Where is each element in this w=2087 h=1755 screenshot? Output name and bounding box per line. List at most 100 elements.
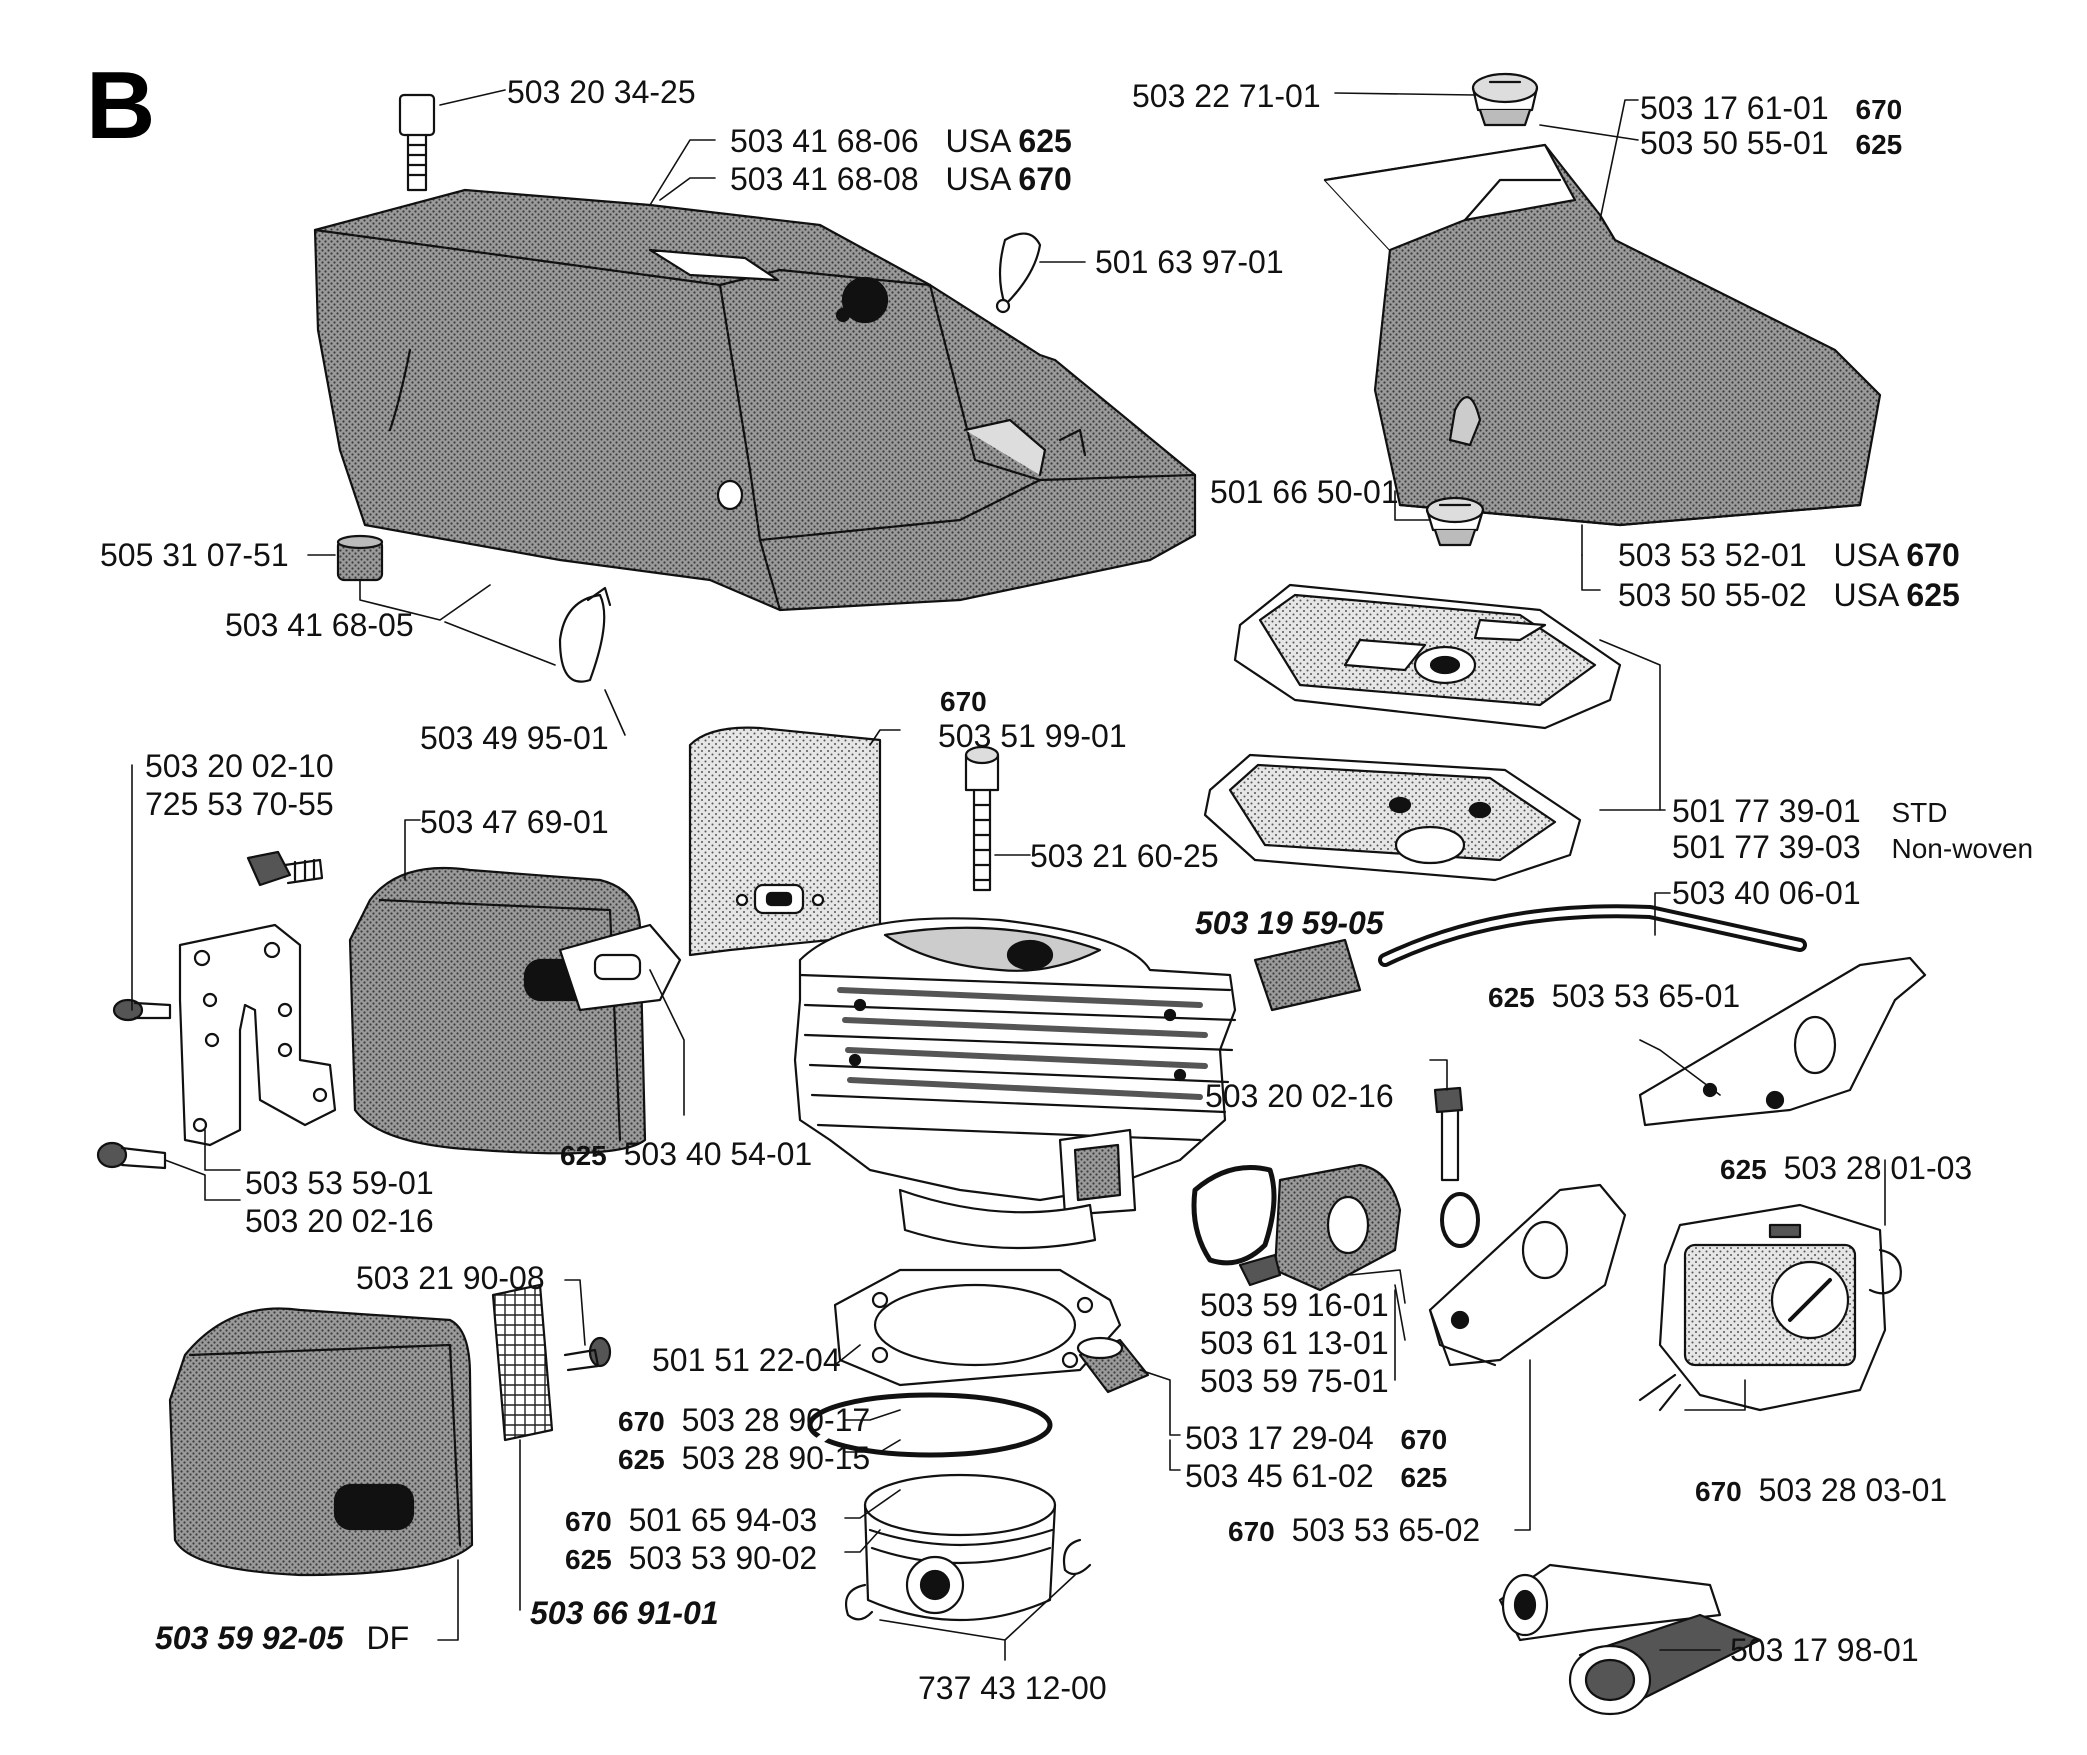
- label-muffler-gasket: 625 503 40 54-01: [560, 1136, 812, 1174]
- label-model: 670: [1695, 1476, 1742, 1507]
- label-model: 625: [565, 1544, 612, 1575]
- label-region: USA: [945, 161, 1010, 197]
- label-screw-muffler-2: 725 53 70-55: [145, 786, 334, 822]
- label-intake-670: 670 503 53 65-02: [1228, 1512, 1480, 1550]
- knob-filter-part: [1425, 496, 1485, 547]
- sleeve-part: [336, 534, 384, 582]
- label-filter-cover-usa-625: 503 50 55-02 USA 625: [1618, 577, 1960, 613]
- top-cover-part: [313, 188, 1197, 612]
- piston-part: [863, 1473, 1057, 1622]
- label-part-number: 503 53 90-02: [628, 1540, 818, 1576]
- label-intake-screw: 503 20 02-16: [1205, 1078, 1394, 1114]
- label-part-number: 503 28 90-15: [681, 1440, 871, 1476]
- fuel-hose-part: [1378, 904, 1807, 967]
- label-filter-cover-usa-670: 503 53 52-01 USA 670: [1618, 537, 1960, 573]
- label-spark-screen: 503 66 91-01: [530, 1595, 719, 1631]
- muffler-bracket-part: [178, 923, 337, 1147]
- tool-part: [1498, 1563, 1762, 1716]
- label-ring-625: 625 503 28 90-15: [618, 1440, 870, 1478]
- cylinder-gasket-part: [833, 1268, 1122, 1387]
- filter-cover-part: [1323, 143, 1882, 527]
- air-filter-lower-part: [1203, 753, 1582, 882]
- label-cover-assy: 503 41 68-05: [225, 607, 414, 643]
- label-model: 670: [1228, 1516, 1275, 1547]
- label-model: 670: [565, 1506, 612, 1537]
- label-part-number: 503 17 61-01: [1640, 90, 1829, 126]
- label-piston-670: 670 501 65 94-03: [565, 1502, 817, 1540]
- circlip-part: [844, 1538, 1092, 1621]
- label-muffler-df: 503 59 92-05 DF: [155, 1620, 409, 1656]
- label-part-number: 503 59 92-05: [155, 1620, 344, 1656]
- carburettor-part: [1638, 1203, 1902, 1412]
- label-model: 670: [1400, 1424, 1448, 1455]
- label-model: 625: [618, 1444, 665, 1475]
- label-knob-top: 503 22 71-01: [1132, 78, 1321, 114]
- label-fuel-hose: 503 40 06-01: [1672, 875, 1861, 911]
- label-part-number: 503 53 52-01: [1618, 537, 1807, 573]
- air-filter-upper-part: [1233, 583, 1622, 730]
- label-air-filter-std: 501 77 39-01 STD: [1672, 793, 1948, 831]
- label-shield: 503 51 99-01: [938, 718, 1127, 754]
- label-part-number: 501 77 39-01: [1672, 793, 1861, 829]
- label-bearing-670: 503 17 29-04 670: [1185, 1420, 1447, 1458]
- knob-top-part: [1471, 72, 1539, 127]
- label-part-number: 503 28 90-17: [681, 1402, 871, 1438]
- label-filter-cover-625: 503 50 55-01 625: [1640, 125, 1902, 163]
- label-variant: STD: [1891, 797, 1948, 828]
- label-model: 625: [1906, 577, 1960, 613]
- label-cylinder-screw: 503 21 60-25: [1030, 838, 1219, 874]
- label-carb-625: 625 503 28 01-03: [1720, 1150, 1972, 1188]
- fuel-filter-part: [1253, 938, 1362, 1012]
- label-bearing-625: 503 45 61-02 625: [1185, 1458, 1447, 1496]
- label-model: 625: [1488, 982, 1535, 1013]
- label-shield-model: 670: [940, 686, 987, 717]
- needle-bearing-part: [1076, 1336, 1150, 1394]
- label-tool: 503 17 98-01: [1730, 1632, 1919, 1668]
- label-part-number: 503 53 65-01: [1551, 978, 1741, 1014]
- label-part-number: 503 41 68-08: [730, 161, 919, 197]
- label-filter-cover-670: 503 17 61-01 670: [1640, 90, 1902, 128]
- label-grommet-small: 501 63 97-01: [1095, 244, 1284, 280]
- label-model: 625: [560, 1140, 607, 1171]
- screw-top-left-part: [398, 93, 436, 192]
- grommet-small-part: [995, 232, 1042, 314]
- label-fuel-filter: 503 19 59-05: [1195, 905, 1384, 941]
- label-knob-filter: 501 66 50-01: [1210, 474, 1399, 510]
- label-grommet-bottom: 503 49 95-01: [420, 720, 609, 756]
- label-intake-boot-1: 503 59 16-01: [1200, 1287, 1389, 1323]
- label-cover-625: 503 41 68-06 USA 625: [730, 123, 1072, 159]
- label-model: 625: [1018, 123, 1072, 159]
- label-model: 670: [1906, 537, 1960, 573]
- label-carb-670: 670 503 28 03-01: [1695, 1472, 1947, 1510]
- piston-ring-part: [807, 1392, 1053, 1458]
- muffler-part: [348, 866, 682, 1155]
- intake-manifold-lower-part: [1428, 1183, 1627, 1367]
- label-part-number: 503 45 61-02: [1185, 1458, 1374, 1494]
- label-part-number: 503 28 03-01: [1758, 1472, 1948, 1508]
- screw-bracket-a-part: [112, 998, 172, 1022]
- label-region: USA: [1833, 537, 1898, 573]
- heat-shield-part: [688, 726, 882, 957]
- label-part-number: 503 17 29-04: [1185, 1420, 1374, 1456]
- label-part-number: 503 50 55-02: [1618, 577, 1807, 613]
- label-region: USA: [945, 123, 1010, 159]
- leader-lines: [131, 89, 1886, 1661]
- intake-screw-part: [1433, 1086, 1464, 1182]
- label-model: 670: [1018, 161, 1072, 197]
- label-spark-screen-screw: 503 21 90-08: [356, 1260, 545, 1296]
- label-intake-boot-2: 503 61 13-01: [1200, 1325, 1389, 1361]
- label-part-number: 501 65 94-03: [628, 1502, 818, 1538]
- label-sleeve: 505 31 07-51: [100, 537, 289, 573]
- label-piston-625: 625 503 53 90-02: [565, 1540, 817, 1578]
- label-muffler: 503 47 69-01: [420, 804, 609, 840]
- label-variant: DF: [366, 1620, 410, 1656]
- section-letter: B: [86, 52, 156, 159]
- label-part-number: 503 40 54-01: [623, 1136, 813, 1172]
- label-bracket: 503 53 59-01: [245, 1165, 434, 1201]
- spark-screen-screw-part: [563, 1336, 612, 1372]
- label-part-number: 503 53 65-02: [1291, 1512, 1481, 1548]
- label-model: 625: [1720, 1154, 1767, 1185]
- label-screw-muffler-1: 503 20 02-10: [145, 748, 334, 784]
